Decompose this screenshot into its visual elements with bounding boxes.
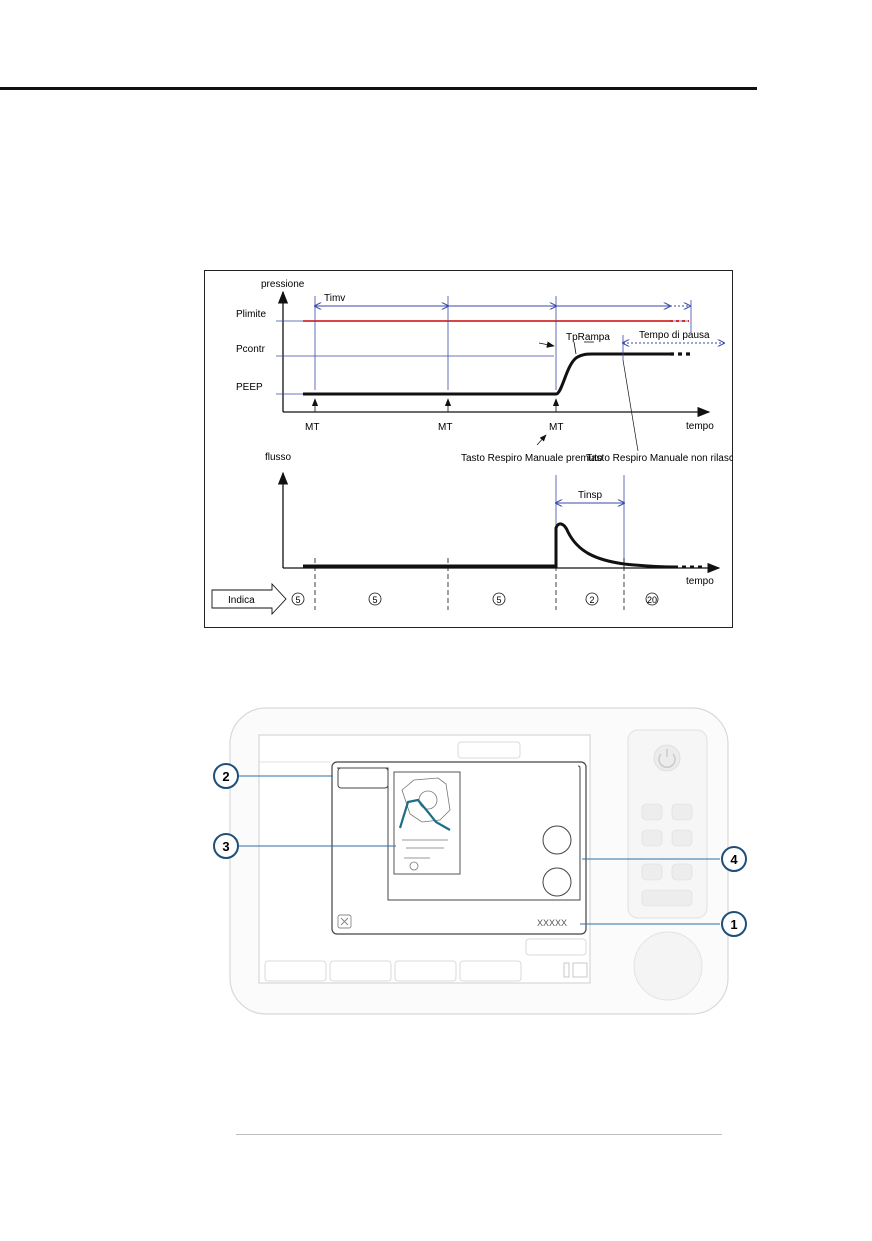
callout-1: 1 [721,911,747,937]
flow-x-label: tempo [686,576,714,587]
indicator-value-5: 20 [647,595,657,605]
bottom-rule [236,1134,722,1135]
top-rule [0,87,757,90]
flow-y-label: flusso [265,452,292,463]
close-icon [337,914,352,929]
y-label-plimite: Plimite [236,309,266,320]
y-label-peep: PEEP [236,382,263,393]
power-icon [653,744,681,772]
trigger-label-3: MT [549,422,563,433]
callout-4: 4 [721,846,747,872]
callout-3: 3 [213,833,239,859]
pressure-curve [303,352,670,396]
waveform-figure: pressione tempo Plimite Pcontr PEEP Timv… [204,270,733,628]
figure-frame [204,270,733,628]
flow-curve [303,522,675,569]
dialog-round-button-2 [542,867,572,897]
indicator-value-2: 5 [372,595,377,605]
dialog-round-button-1 [542,825,572,855]
indicator-value-1: 5 [295,595,300,605]
annotation-premuto: Tasto Respiro Manuale premuto [461,453,603,464]
pressure-x-label: tempo [686,421,714,432]
tinsp-label: Tinsp [578,490,603,501]
svg-text:2: 2 [222,769,229,784]
indicator-value-4: 2 [589,595,594,605]
ventilator-device-illustration: XXXXX 2 3 4 1 [213,707,747,1015]
trigger-label-1: MT [305,422,319,433]
control-knob [633,931,703,1001]
indica-arrow [211,582,287,616]
pressure-panel: pressione tempo Plimite Pcontr PEEP Timv… [236,279,733,464]
svg-text:4: 4 [730,852,738,867]
annotation-non-rilasciato: Tasto Respiro Manuale non rilasciato [586,453,733,464]
pressure-y-label: pressione [261,279,305,290]
dialog-illustration [393,771,461,875]
tprampa-label: TpRampa [566,332,610,343]
dialog-text: XXXXX [537,918,567,928]
svg-text:3: 3 [222,839,229,854]
indica-label: Indica [228,595,255,606]
flow-panel: flusso tempo Tinsp Indica 5 5 5 2 20 [211,452,721,616]
callout-2: 2 [213,763,239,789]
trigger-label-2: MT [438,422,452,433]
dialog-title-tab [337,767,389,789]
indicator-value-3: 5 [496,595,501,605]
timv-label: Timv [324,293,345,304]
y-label-pcontr: Pcontr [236,344,266,355]
svg-text:1: 1 [730,917,737,932]
tempo-pausa-label: Tempo di pausa [639,330,710,341]
